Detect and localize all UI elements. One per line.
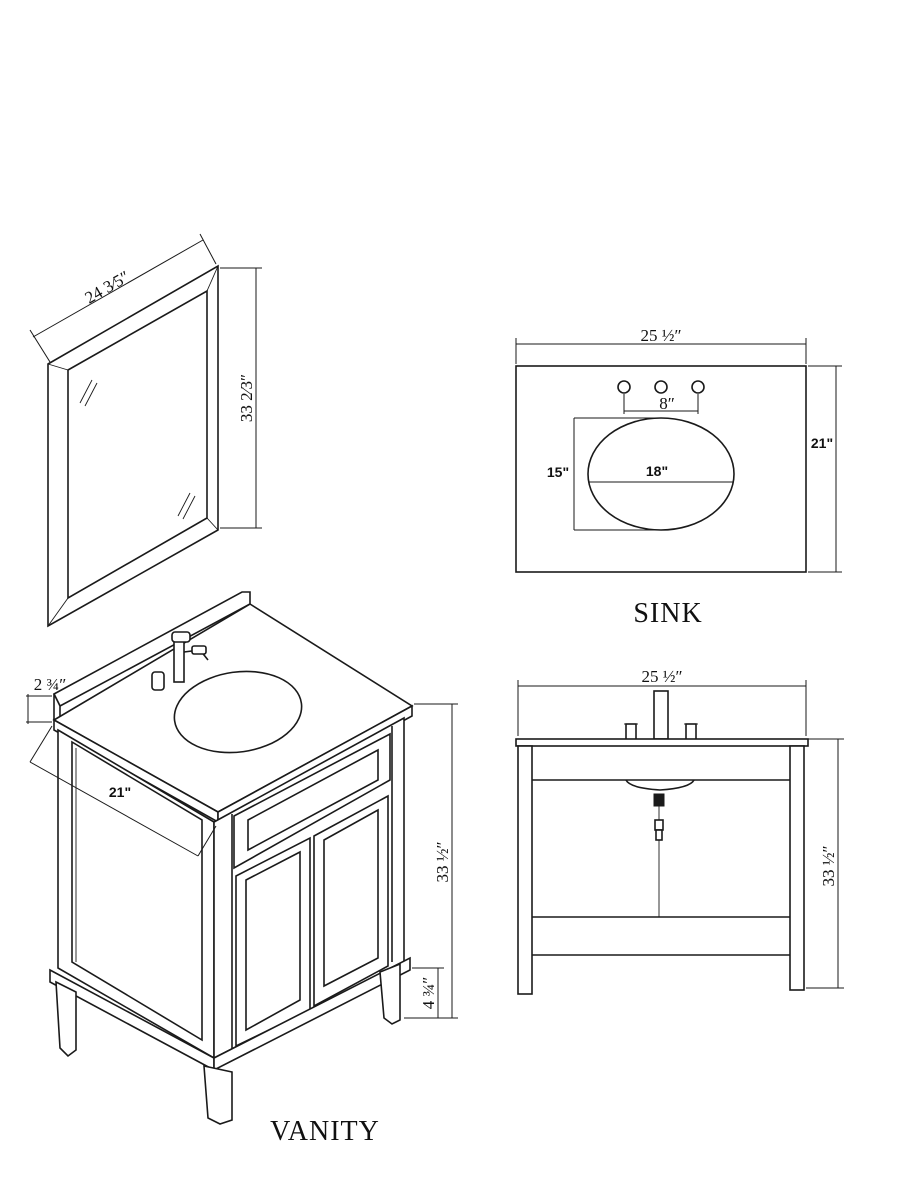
- front-view: 25 ½″ 33 ½″: [515, 667, 844, 995]
- vanity-door-right[interactable]: [313, 794, 389, 1008]
- sink-top-view: 8″ 18" 15" 25 ½″ 21" SINK: [515, 326, 842, 629]
- vanity-sink-bowl: [173, 670, 303, 754]
- backsplash-dimension: 2 ¾″: [26, 675, 66, 724]
- front-basin: [625, 779, 695, 791]
- front-height-label: 33 ½″: [819, 845, 838, 886]
- vanity-title: VANITY: [270, 1116, 380, 1147]
- leg-front-right: [379, 962, 401, 1025]
- faucet-hole-right: [691, 380, 705, 394]
- front-faucet-icon: [624, 690, 698, 741]
- vanity-depth-label: 21": [109, 784, 131, 800]
- mirror-frame-outer: [47, 264, 219, 628]
- faucet-spread-label: 8″: [659, 394, 675, 413]
- mirror-width-label: 24 3⁄5″: [82, 267, 133, 308]
- mirror-height-label: 33 2⁄3″: [237, 374, 256, 422]
- countertop-outline: [515, 365, 807, 573]
- faucet-hole-left: [617, 380, 631, 394]
- bowl-depth-label: 15": [547, 464, 569, 480]
- mirror: 24 3⁄5″ 33 2⁄3″: [29, 233, 262, 628]
- front-leg-left: [517, 745, 533, 995]
- front-width-label: 25 ½″: [641, 667, 682, 686]
- drain-pipe-icon: [653, 793, 665, 917]
- faucet-icon: [151, 631, 209, 691]
- backsplash-label: 2 ¾″: [34, 675, 67, 694]
- leg-height-dimension: 4 ¾″: [412, 967, 444, 1018]
- leg-back-left: [55, 980, 77, 1058]
- mirror-height-dimension: 33 2⁄3″: [220, 267, 262, 529]
- vanity-drawer[interactable]: [233, 732, 391, 870]
- front-leg-right: [789, 745, 805, 991]
- vanity-height-dimension: 33 ½″: [404, 703, 458, 1019]
- glass-reflection-marks: [79, 379, 196, 520]
- vanity-height-label: 33 ½″: [433, 841, 452, 882]
- vanity-depth-dimension: 21": [29, 725, 217, 857]
- sink-width-label: 25 ½″: [640, 326, 681, 345]
- bowl-width-label: 18": [646, 463, 668, 479]
- leg-front-left: [203, 1064, 233, 1125]
- leg-height-label: 4 ¾″: [419, 977, 438, 1010]
- vanity-perspective: 2 ¾″ 21" 33 ½″ 4 ¾″ VANITY: [26, 591, 458, 1147]
- sink-title: SINK: [633, 598, 702, 629]
- front-countertop: [515, 738, 809, 747]
- faucet-hole-center: [654, 380, 668, 394]
- sink-depth-label: 21": [811, 435, 833, 451]
